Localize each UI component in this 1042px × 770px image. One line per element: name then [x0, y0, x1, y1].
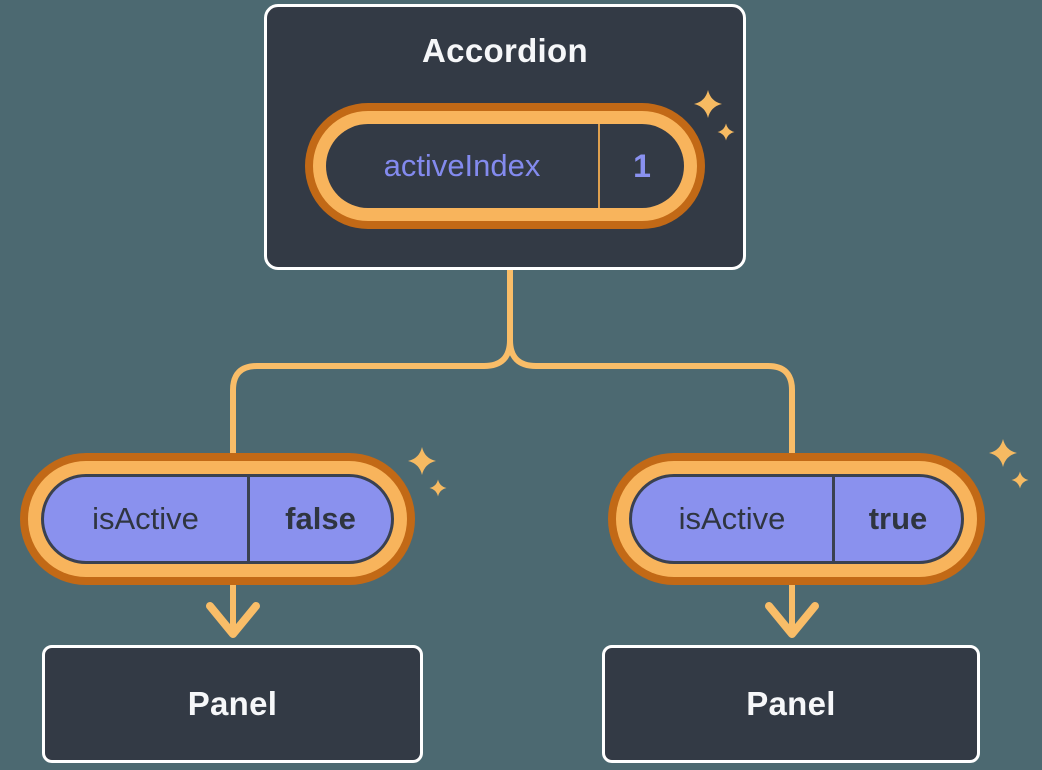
arrow-down-left-icon	[206, 602, 260, 638]
prop-value: true	[868, 501, 928, 536]
pill-divider	[247, 477, 250, 561]
state-value: 1	[633, 147, 651, 184]
prop-name-label: isActive	[92, 501, 199, 536]
state-pill: activeIndex 1	[305, 103, 705, 229]
state-name-label: activeIndex	[383, 148, 541, 183]
panel-card-left: Panel	[42, 645, 423, 763]
prop-name-label: isActive	[678, 501, 786, 536]
accordion-title: Accordion	[422, 32, 588, 69]
accordion-component-card: Accordion activeIndex 1	[264, 4, 746, 270]
pill-divider	[598, 124, 600, 208]
prop-pill-isactive-false: isActive false	[20, 453, 415, 585]
prop-pill-ring: isActive false	[28, 461, 407, 577]
state-pill-ring: activeIndex 1	[313, 111, 697, 221]
prop-pill-isactive-true: isActive true	[608, 453, 985, 585]
prop-value: false	[285, 501, 356, 536]
sparkle-icon	[989, 439, 1029, 489]
pill-divider	[832, 477, 835, 561]
panel-card-right: Panel	[602, 645, 980, 763]
sparkle-icon	[408, 447, 447, 497]
arrow-down-right-icon	[765, 602, 819, 638]
branch-right-line	[507, 265, 795, 631]
sparkle-icon	[694, 90, 735, 141]
prop-pill-ring: isActive true	[616, 461, 977, 577]
